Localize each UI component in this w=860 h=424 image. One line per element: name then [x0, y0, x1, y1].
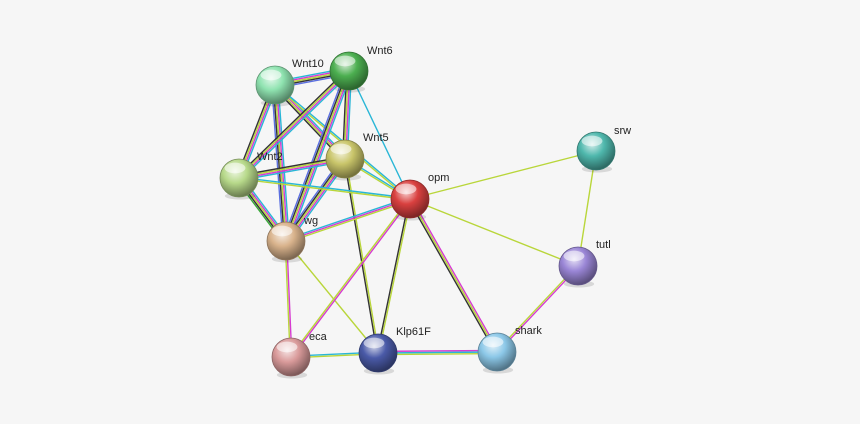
edge-line-yellowgreen: [285, 70, 350, 242]
node-label: tutl: [596, 239, 611, 251]
node-label: Klp61F: [396, 326, 431, 338]
edge-line-cyan: [277, 84, 290, 242]
edge-line-blue: [282, 69, 347, 241]
node-highlight: [581, 135, 603, 147]
edge-line-magenta: [285, 198, 411, 242]
edge-Wnt10-wg: [271, 84, 290, 242]
edge-line-yellowgreen: [289, 197, 411, 358]
edge-Wnt6-opm: [348, 70, 411, 200]
edge-Wnt6-Wnt2: [236, 68, 352, 181]
edge-opm-tutl: [409, 198, 579, 267]
node-highlight: [363, 337, 385, 349]
node-highlight: [260, 69, 282, 81]
edge-opm-srw: [409, 150, 597, 200]
node-highlight: [563, 250, 585, 262]
edge-line-magenta: [238, 70, 351, 180]
node-highlight: [276, 341, 298, 353]
edge-line-yellowgreen: [285, 240, 379, 354]
edge-line-yellowgreen: [409, 150, 597, 200]
node-Wnt10[interactable]: Wnt10: [255, 58, 324, 107]
node-label: Wnt6: [367, 45, 393, 57]
node-label: Wnt2: [257, 151, 283, 163]
edge-opm-shark: [407, 197, 500, 354]
node-highlight: [330, 143, 352, 155]
edge-opm-Klp61F: [376, 198, 412, 354]
node-label: Wnt10: [292, 58, 324, 70]
edge-Wnt2-opm: [238, 176, 411, 201]
edge-line-magenta: [410, 197, 500, 352]
node-label: wg: [303, 215, 318, 227]
edge-line-yellowgreen: [237, 69, 350, 179]
edge-line-black: [272, 84, 286, 242]
edge-line-black: [343, 158, 378, 354]
edge-Wnt6-wg: [282, 69, 353, 243]
node-Wnt2[interactable]: Wnt2: [219, 151, 283, 200]
edge-wg-Klp61F: [285, 240, 379, 354]
edge-line-yellowgreen: [378, 198, 412, 354]
node-label: eca: [309, 331, 328, 343]
node-eca[interactable]: eca: [271, 331, 328, 379]
edge-line-cyan: [238, 176, 411, 199]
edge-line-magenta: [377, 349, 498, 353]
node-label: opm: [428, 172, 449, 184]
edge-wg-opm: [284, 196, 412, 244]
edge-line-yellowgreen: [238, 178, 411, 201]
node-wg[interactable]: wg: [266, 215, 318, 263]
edge-line-cyan: [348, 70, 411, 200]
edge-line-yellowgreen: [345, 158, 380, 354]
edge-line-yellowgreen: [285, 199, 412, 244]
node-highlight: [395, 183, 417, 195]
edge-line-black: [236, 68, 349, 177]
node-highlight: [334, 55, 356, 67]
edge-line-magenta: [286, 70, 352, 243]
node-shark[interactable]: shark: [477, 325, 542, 374]
node-label: Wnt5: [363, 132, 389, 144]
edge-line-yellowgreen: [377, 352, 498, 356]
node-srw[interactable]: srw: [576, 125, 631, 173]
edge-line-cyan: [239, 72, 352, 181]
edge-line-black: [283, 69, 349, 242]
node-Wnt5[interactable]: Wnt5: [325, 132, 389, 181]
edge-line-magenta: [275, 84, 289, 242]
edge-line-yellowgreen: [495, 264, 579, 353]
edge-line-blue: [271, 84, 284, 242]
edge-line-cyan: [288, 71, 353, 243]
node-highlight: [224, 162, 246, 174]
edge-line-magenta: [496, 265, 580, 354]
edge-tutl-shark: [495, 264, 580, 354]
node-Klp61F[interactable]: Klp61F: [358, 326, 431, 375]
edge-line-yellowgreen: [577, 150, 597, 267]
edge-line-black: [407, 199, 497, 354]
edge-line-magenta: [290, 198, 412, 359]
edge-line-cyan: [284, 196, 411, 241]
node-highlight: [482, 336, 504, 348]
edge-line-yellowgreen: [274, 84, 287, 242]
edge-opm-eca: [289, 197, 412, 359]
edge-Klp61F-shark: [377, 349, 498, 356]
node-highlight: [271, 225, 293, 237]
edge-line-cyan: [377, 351, 498, 354]
edge-srw-tutl: [577, 150, 597, 267]
node-label: shark: [515, 325, 542, 337]
node-tutl[interactable]: tutl: [558, 239, 611, 288]
edge-line-yellowgreen: [409, 198, 498, 353]
edge-line-black: [376, 198, 410, 354]
edge-Wnt5-Klp61F: [343, 158, 380, 354]
edge-line-yellowgreen: [409, 198, 579, 267]
node-opm[interactable]: opm: [390, 172, 449, 221]
node-Wnt6[interactable]: Wnt6: [329, 45, 393, 93]
node-label: srw: [614, 125, 631, 137]
